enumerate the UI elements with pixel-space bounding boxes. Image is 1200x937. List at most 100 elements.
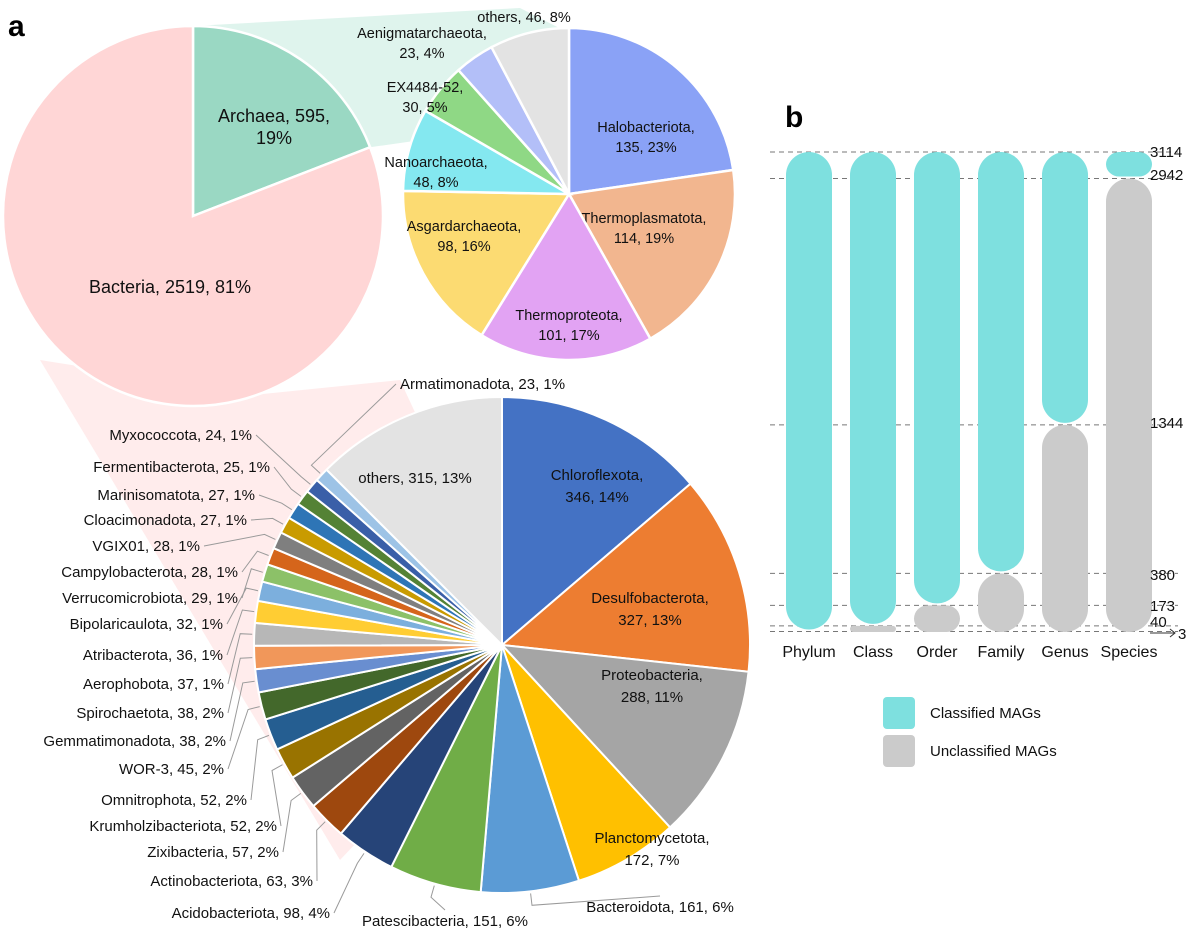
bacteria-label-vgix01-28-1: VGIX01, 28, 1% bbox=[92, 538, 200, 555]
x-tick-class: Class bbox=[853, 644, 893, 661]
panel-b-label: b bbox=[785, 101, 803, 134]
bar-unclassified-species bbox=[1106, 178, 1152, 633]
x-tick-phylum: Phylum bbox=[782, 644, 835, 661]
bacteria-slice-desulfobacterota bbox=[499, 482, 751, 673]
leader-line-bipolaricaulota-32-1 bbox=[226, 587, 259, 625]
bacteria-label-planctomycetota: Planctomycetota,172, 7% bbox=[594, 830, 709, 869]
bacteria-label-bacteroidota-161-6: Bacteroidota, 161, 6% bbox=[586, 899, 734, 916]
domain-label-bacteria: Bacteria, 2519, 81% bbox=[89, 277, 251, 297]
leader-line-wor-3-45-2 bbox=[227, 706, 260, 770]
bacteria-label-gemmatimonadota-38-2: Gemmatimonadota, 38, 2% bbox=[43, 733, 226, 750]
bacteria-label-zixibacteria-57-2: Zixibacteria, 57, 2% bbox=[147, 844, 279, 861]
leader-line-cloacimonadota-27-1 bbox=[250, 517, 284, 525]
bar-classified-order bbox=[914, 152, 960, 604]
leader-line-krumholzibacteriota-52-2 bbox=[271, 764, 283, 827]
x-tick-family: Family bbox=[977, 644, 1024, 661]
archaea-slice-thermoproteota bbox=[479, 191, 653, 362]
x-tick-genus: Genus bbox=[1041, 644, 1088, 661]
archaea-slice-asgardarchaeota bbox=[401, 189, 572, 337]
bacteria-label-patescibacteria-151-6: Patescibacteria, 151, 6% bbox=[362, 913, 528, 930]
bacteria-label-spirochaetota-38-2: Spirochaetota, 38, 2% bbox=[76, 705, 224, 722]
archaea-slice-halobacteriota bbox=[567, 26, 735, 196]
leader-line-omnitrophota-52-2 bbox=[250, 734, 270, 801]
bacteria-slice-others-315-13 bbox=[325, 395, 503, 648]
leader-line-spirochaetota-38-2 bbox=[227, 657, 253, 714]
bacteria-label-omnitrophota-52-2: Omnitrophota, 52, 2% bbox=[101, 792, 247, 809]
leader-line-bacteroidota-161-6 bbox=[530, 893, 661, 906]
bacteria-label-myxococcota-24-1: Myxococcota, 24, 1% bbox=[109, 427, 252, 444]
arrow-to-3 bbox=[1150, 628, 1176, 638]
leader-line-atribacterota-36-1 bbox=[226, 609, 255, 656]
x-tick-species: Species bbox=[1101, 644, 1158, 661]
leader-line-verrucomicrobiota-29-1 bbox=[241, 568, 263, 599]
y-ref-label-1344: 1344 bbox=[1150, 415, 1183, 432]
legend-label-unclassified-mags: Unclassified MAGs bbox=[930, 743, 1057, 760]
panel-a-label: a bbox=[8, 10, 25, 43]
bacteria-label-marinisomatota-27-1: Marinisomatota, 27, 1% bbox=[97, 487, 255, 504]
bacteria-label-bipolaricaulota-32-1: Bipolaricaulota, 32, 1% bbox=[70, 616, 223, 633]
bacteria-label-atribacterota-36-1: Atribacterota, 36, 1% bbox=[83, 647, 223, 664]
y-ref-label-2942: 2942 bbox=[1150, 167, 1183, 184]
bacteria-label-krumholzibacteriota-52-2: Krumholzibacteriota, 52, 2% bbox=[89, 818, 277, 835]
bacteria-label-campylobacterota-28-1: Campylobacterota, 28, 1% bbox=[61, 564, 238, 581]
leader-line-marinisomatota-27-1 bbox=[258, 494, 293, 511]
bacteria-label-wor-3-45-2: WOR-3, 45, 2% bbox=[119, 761, 224, 778]
archaea-label-thermoplasmatota: Thermoplasmatota,114, 19% bbox=[582, 211, 707, 247]
archaea-label-halobacteriota: Halobacteriota,135, 23% bbox=[597, 120, 695, 156]
bacteria-label-desulfobacterota: Desulfobacterota,327, 13% bbox=[591, 590, 709, 629]
bar-classified-species bbox=[1106, 152, 1152, 177]
leader-line-acidobacteriota-98-4 bbox=[333, 853, 365, 914]
leader-line-fermentibacterota-25-1 bbox=[273, 466, 302, 497]
x-tick-order: Order bbox=[917, 644, 959, 661]
bar-classified-class bbox=[850, 152, 896, 624]
bacteria-label-others-315-13: others, 315, 13% bbox=[358, 470, 471, 487]
y-ref-label-380: 380 bbox=[1150, 567, 1175, 584]
bar-classified-genus bbox=[1042, 152, 1088, 423]
leader-line-myxococcota-24-1 bbox=[255, 434, 311, 485]
domain-pie: Archaea, 595,19% Bacteria, 2519, 81% bbox=[1, 24, 385, 408]
leader-line-gemmatimonadota-38-2 bbox=[229, 680, 255, 742]
archaea-label-ex4484-52: EX4484-52,30, 5% bbox=[387, 80, 464, 116]
domain-slice-archaea bbox=[191, 24, 372, 218]
bacteria-label-proteobacteria: Proteobacteria,288, 11% bbox=[601, 667, 703, 706]
bacteria-label-acidobacteriota-98-4: Acidobacteriota, 98, 4% bbox=[172, 905, 330, 922]
archaea-pie: Halobacteriota,135, 23% Thermoplasmatota,… bbox=[357, 10, 737, 362]
domain-label-archaea: Archaea, 595,19% bbox=[218, 106, 330, 148]
y-ref-label-173: 173 bbox=[1150, 598, 1175, 615]
bar-unclassified-genus bbox=[1042, 424, 1088, 632]
bacteria-slice-proteobacteria bbox=[499, 643, 750, 829]
archaea-label-thermoproteota: Thermoproteota,101, 17% bbox=[515, 308, 622, 344]
archaea-slice-thermoplasmatota bbox=[567, 168, 737, 341]
bacteria-label-cloacimonadota-27-1: Cloacimonadota, 27, 1% bbox=[84, 512, 247, 529]
archaea-label-nanoarchaeota: Nanoarchaeota,48, 8% bbox=[384, 155, 487, 191]
bar-classified-family bbox=[978, 152, 1024, 572]
archaea-label-asgardarchaeota: Asgardarchaeota,98, 16% bbox=[407, 219, 521, 255]
bacteria-label-armatimonadota-23-1: Armatimonadota, 23, 1% bbox=[400, 376, 565, 393]
leader-line-actinobacteriota-63-3 bbox=[316, 821, 326, 882]
domain-slice-bacteria bbox=[1, 24, 385, 408]
archaea-label-aenigmatarchaeota: Aenigmatarchaeota,23, 4% bbox=[357, 26, 487, 62]
bacteria-slice-chloroflexota bbox=[501, 395, 692, 648]
bar-unclassified-family bbox=[978, 573, 1024, 632]
leader-line-patescibacteria-151-6 bbox=[430, 885, 446, 911]
legend-swatch-classified-mags bbox=[883, 697, 915, 729]
legend-swatch-unclassified-mags bbox=[883, 735, 915, 767]
y-ref-label-40: 40 bbox=[1150, 614, 1167, 631]
bacteria-pie: Chloroflexota,346, 14%Desulfobacterota,3… bbox=[43, 376, 751, 930]
bar-classified-phylum bbox=[786, 152, 832, 630]
bacteria-label-fermentibacterota-25-1: Fermentibacterota, 25, 1% bbox=[93, 459, 270, 476]
bar-unclassified-order bbox=[914, 605, 960, 632]
leader-line-campylobacterota-28-1 bbox=[241, 550, 269, 573]
leader-line-zixibacteria-57-2 bbox=[282, 792, 302, 853]
leader-line-aerophobota-37-1 bbox=[227, 633, 253, 685]
bacteria-slice-planctomycetota bbox=[501, 644, 672, 883]
legend-label-classified-mags: Classified MAGs bbox=[930, 705, 1041, 722]
bacteria-label-actinobacteriota-63-3: Actinobacteriota, 63, 3% bbox=[150, 873, 313, 890]
archaea-label-others-46-8: others, 46, 8% bbox=[477, 10, 571, 26]
bar-unclassified-class bbox=[850, 625, 896, 632]
y-ref-label-3: 3 bbox=[1178, 626, 1186, 643]
bacteria-label-aerophobota-37-1: Aerophobota, 37, 1% bbox=[83, 676, 224, 693]
leader-line-vgix01-28-1 bbox=[203, 533, 276, 547]
